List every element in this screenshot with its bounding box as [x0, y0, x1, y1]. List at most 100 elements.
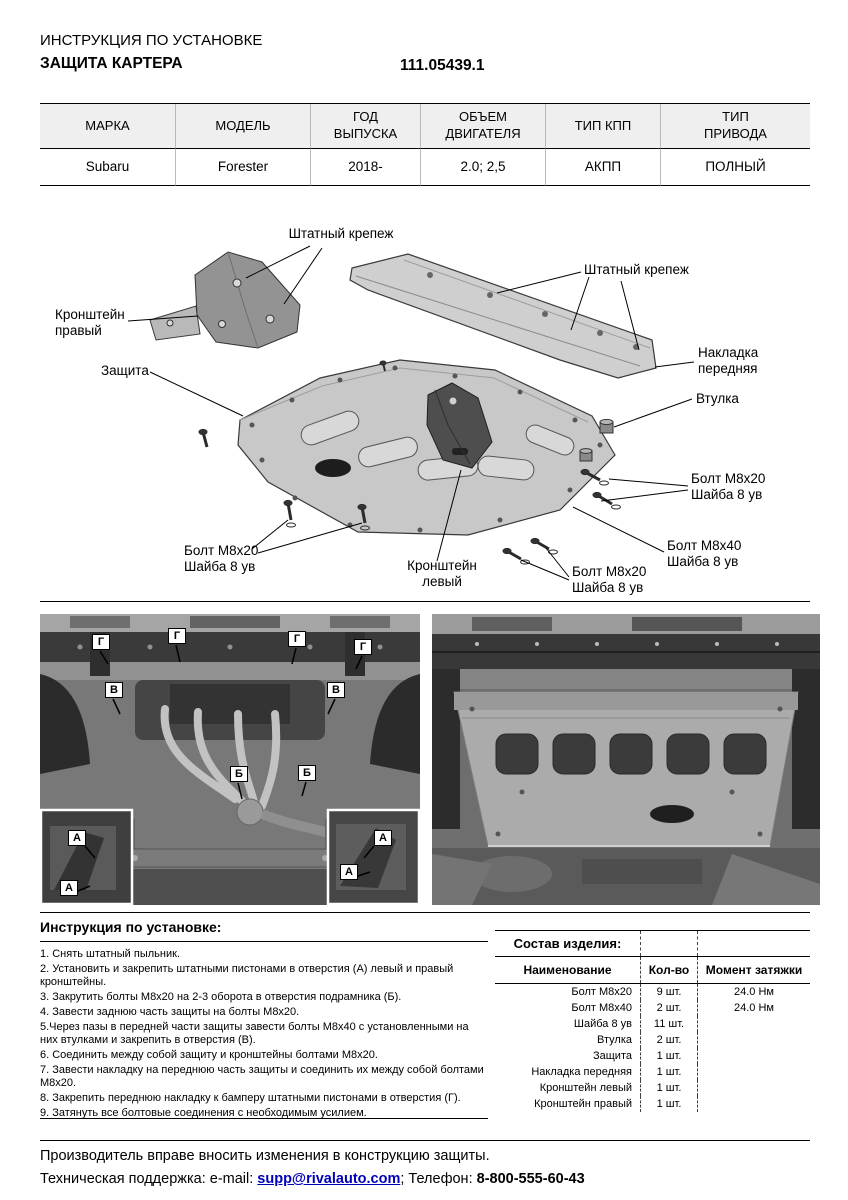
spec-table: МАРКА МОДЕЛЬ ГОД ВЫПУСКА ОБЪЕМ ДВИГАТЕЛЯ… [40, 103, 810, 186]
diagram-label-factory-mount-right: Штатный крепеж [584, 262, 689, 277]
parts-table-header-row: Наименование Кол-во Момент затяжки [495, 957, 810, 984]
instructions-title: Инструкция по установке: [40, 919, 222, 935]
callout-marker-a: А [68, 830, 86, 846]
spec-value-brand: Subaru [40, 149, 175, 186]
spec-header-model: МОДЕЛЬ [175, 104, 310, 149]
support-email-link[interactable]: supp@rivalauto.com [257, 1171, 401, 1187]
parts-table-title-spacer [697, 931, 810, 956]
photo-after-image [432, 614, 820, 905]
part-name: Накладка передняя [531, 1066, 632, 1078]
diagram-label-bolt-m8x20-bottom: Болт М8х20 Шайба 8 ув [572, 564, 647, 595]
spec-header-drive: ТИП ПРИВОДА [660, 104, 810, 149]
part-torque [697, 1048, 810, 1064]
instruction-item: 9. Затянуть все болтовые соединения с не… [40, 1107, 367, 1119]
part-name: Шайба 8 ув [573, 1018, 632, 1030]
diagram-label-bracket-right: Кронштейн правый [55, 307, 125, 338]
support-separator: ; Телефон: [400, 1171, 477, 1187]
divider [40, 912, 810, 913]
callout-marker-a: А [374, 830, 392, 846]
spec-value-year: 2018- [310, 149, 420, 186]
part-torque: 24.0 Нм [697, 1000, 810, 1016]
photo-underbody-after [432, 614, 820, 905]
exploded-diagram [0, 220, 848, 602]
callout-marker-g: Г [288, 631, 306, 647]
callout-marker-a: А [60, 880, 78, 896]
spec-value-model: Forester [175, 149, 310, 186]
inset-right [326, 808, 421, 906]
support-line: Техническая поддержка: e-mail: supp@riva… [40, 1171, 585, 1187]
parts-table-title: Состав изделия: [513, 936, 622, 951]
parts-table-row: Болт М8х40 2 шт. 24.0 Нм [495, 1000, 810, 1016]
part-name: Кронштейн правый [534, 1098, 632, 1110]
spec-header-engine: ОБЪЕМ ДВИГАТЕЛЯ [420, 104, 545, 149]
diagram-label-bolt-m8x20-right: Болт М8х20 Шайба 8 ув [691, 471, 766, 502]
bushing-part [579, 418, 614, 462]
callout-marker-g: Г [168, 628, 186, 644]
parts-header-qty: Кол-во [640, 957, 697, 983]
instruction-item: 1. Снять штатный пыльник. [40, 948, 180, 960]
part-qty: 2 шт. [640, 1032, 697, 1048]
bolts-and-washers [198, 360, 621, 565]
spec-value-drive: ПОЛНЫЙ [660, 149, 810, 186]
parts-header-name: Наименование [523, 963, 612, 977]
callout-marker-g: Г [92, 634, 110, 650]
shield-part [237, 359, 616, 536]
instruction-item: 6. Соединить между собой защиту и кроншт… [40, 1049, 378, 1061]
parts-table-row: Болт М8х20 9 шт. 24.0 Нм [495, 984, 810, 1000]
spec-value-engine: 2.0; 2,5 [420, 149, 545, 186]
bracket-left-part [426, 382, 493, 469]
page-title: ЗАЩИТА КАРТЕРА [40, 55, 183, 72]
part-qty: 9 шт. [640, 984, 697, 1000]
part-qty: 1 шт. [640, 1064, 697, 1080]
divider [40, 601, 810, 602]
spec-header-brand: МАРКА [40, 104, 175, 149]
spec-table-data-row: Subaru Forester 2018- 2.0; 2,5 АКПП ПОЛН… [40, 149, 810, 186]
part-torque [697, 1064, 810, 1080]
diagram-label-bolt-m8x40: Болт М8х40 Шайба 8 ув [667, 538, 742, 569]
parts-table-row: Втулка 2 шт. [495, 1032, 810, 1048]
marker-arrows [77, 644, 375, 892]
doc-type-label: ИНСТРУКЦИЯ ПО УСТАНОВКЕ [40, 32, 263, 49]
support-prefix: Техническая поддержка: e-mail: [40, 1171, 258, 1187]
part-qty: 1 шт. [640, 1096, 697, 1112]
parts-table-title-row: Состав изделия: [495, 930, 810, 957]
bracket-right-part [149, 251, 301, 349]
part-qty: 1 шт. [640, 1080, 697, 1096]
part-number: 111.05439.1 [400, 57, 485, 74]
instruction-item: 5.Через пазы в передней части защиты зав… [40, 1021, 469, 1046]
parts-table-row: Защита 1 шт. [495, 1048, 810, 1064]
parts-table-title-spacer [640, 931, 697, 956]
part-name: Втулка [597, 1034, 632, 1046]
part-torque: 24.0 Нм [697, 984, 810, 1000]
part-torque [697, 1080, 810, 1096]
instruction-item: 7. Завести накладку на переднюю часть за… [40, 1064, 484, 1089]
front-pad-part [349, 253, 657, 379]
callout-marker-b: Б [298, 765, 316, 781]
part-torque [697, 1032, 810, 1048]
spec-header-year: ГОД ВЫПУСКА [310, 104, 420, 149]
photo-before-image [39, 614, 421, 906]
instruction-item: 2. Установить и закрепить штатными писто… [40, 963, 454, 988]
part-torque [697, 1016, 810, 1032]
part-name: Болт М8х40 [571, 1002, 632, 1014]
part-qty: 1 шт. [640, 1048, 697, 1064]
parts-table-row: Накладка передняя 1 шт. [495, 1064, 810, 1080]
divider [40, 1140, 810, 1141]
spec-header-gearbox: ТИП КПП [545, 104, 660, 149]
callout-marker-b: Б [230, 766, 248, 782]
instructions-list: 1. Снять штатный пыльник. 2. Установить … [40, 948, 488, 1122]
instruction-item: 3. Закрутить болты М8х20 на 2-3 оборота … [40, 991, 402, 1003]
callout-marker-a: А [340, 864, 358, 880]
photo-underbody-before: Г Г Г Г В В Б Б А А А А [39, 614, 421, 906]
diagram-label-bracket-left: Кронштейн левый [407, 558, 477, 589]
diagram-label-bushing: Втулка [696, 391, 739, 406]
callout-marker-v: В [327, 682, 345, 698]
installed-shield [453, 691, 799, 847]
diagram-label-front-pad: Накладка передняя [698, 345, 759, 376]
parts-table-row: Кронштейн левый 1 шт. [495, 1080, 810, 1096]
parts-header-torque: Момент затяжки [697, 957, 810, 983]
part-qty: 11 шт. [640, 1016, 697, 1032]
support-phone: 8-800-555-60-43 [476, 1171, 585, 1187]
part-name: Болт М8х20 [571, 986, 632, 998]
diagram-label-factory-mount-top: Штатный крепеж [288, 226, 394, 241]
